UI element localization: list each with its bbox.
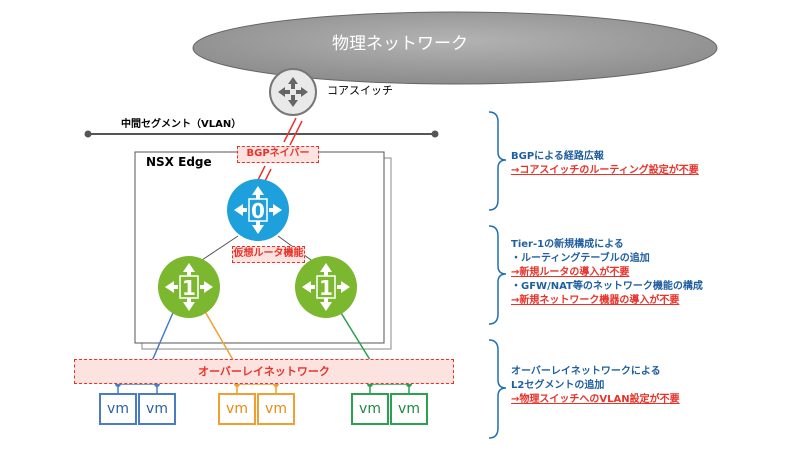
vm-drop-lines-blue (117, 383, 158, 393)
brace-overlay (488, 339, 507, 439)
overlay-network-badge (74, 359, 454, 384)
note-tier1-line-5: →新規ネットワーク機器の導入が不要 (511, 295, 680, 306)
tier1-router-left-icon: 1 (158, 256, 220, 318)
core-switch-label: コアスイッチ (327, 84, 393, 97)
nsx-edge-label: NSX Edge (146, 155, 212, 169)
bgp-neighbor-badge: BGPネイバー (237, 146, 319, 163)
virtual-router-badge: 仮想ルータ機能 (232, 246, 305, 263)
bgp-link-upper (283, 117, 303, 146)
overlay-network-label: オーバーレイネットワーク (198, 365, 330, 378)
vm-drop-lines-orange (236, 383, 277, 393)
note-bgp-line-1: BGPによる経路広報 (511, 151, 604, 162)
brace-bgp (488, 111, 507, 211)
core-switch-icon (269, 68, 317, 116)
note-tier1-line-4: ・GFW/NAT等のネットワーク機能の構成 (511, 281, 703, 292)
physical-network-cloud (192, 11, 718, 85)
note-overlay: オーバーレイネットワークによる L2セグメントの追加 →物理スイッチへのVLAN… (511, 365, 680, 407)
note-overlay-line-1: オーバーレイネットワークによる (511, 366, 661, 377)
note-tier1-line-2: ・ルーティングテーブルの追加 (511, 253, 650, 264)
vm-green-2: vm (390, 393, 428, 425)
note-bgp: BGPによる経路広報 →コアスイッチのルーティング設定が不要 (511, 150, 699, 178)
note-overlay-line-2: L2セグメントの追加 (511, 380, 605, 391)
vlan-segment-end-left (84, 130, 92, 138)
note-tier1: Tier-1の新規構成による ・ルーティングテーブルの追加 →新規ルータの導入が… (511, 238, 703, 308)
brace-tier1 (488, 225, 507, 325)
note-tier1-line-1: Tier-1の新規構成による (511, 239, 624, 250)
vm-green-1: vm (351, 393, 389, 425)
tier0-router-icon: 0 (227, 179, 289, 241)
vlan-segment-end-right (431, 130, 439, 138)
vm-blue-1: vm (99, 393, 137, 425)
note-tier1-line-3: →新規ルータの導入が不要 (511, 267, 630, 278)
vm-blue-2: vm (138, 393, 176, 425)
tier0-label: 0 (251, 199, 265, 223)
note-overlay-line-3: →物理スイッチへのVLAN設定が不要 (511, 394, 680, 405)
vlan-segment-label: 中間セグメント（VLAN） (121, 119, 242, 130)
vm-orange-2: vm (257, 393, 295, 425)
note-bgp-line-2: →コアスイッチのルーティング設定が不要 (511, 165, 699, 176)
physical-network-label: 物理ネットワーク (332, 34, 468, 54)
vm-drop-lines-green (369, 383, 410, 393)
tier1-router-right-icon: 1 (295, 256, 357, 318)
vm-orange-1: vm (218, 393, 256, 425)
tier1-left-label: 1 (182, 276, 196, 300)
tier1-right-label: 1 (319, 276, 333, 300)
